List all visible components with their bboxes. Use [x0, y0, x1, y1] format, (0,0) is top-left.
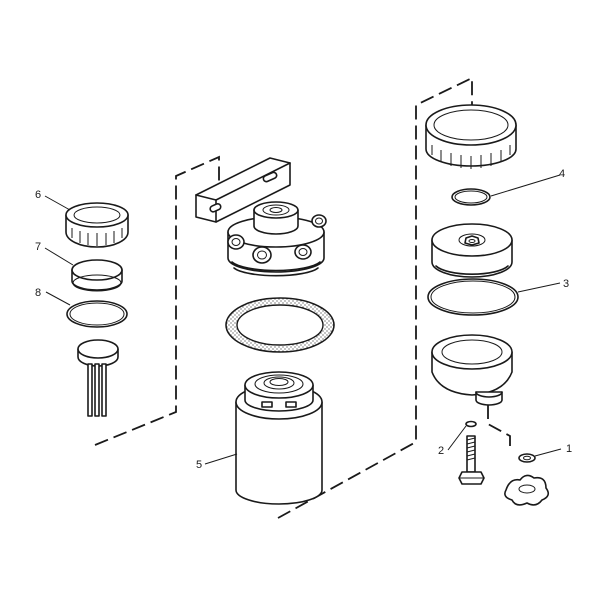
filter-base-head — [195, 157, 327, 277]
callout-8: 8 — [35, 287, 41, 299]
part-5-filter-canister — [235, 371, 323, 505]
assembly-lines — [94, 76, 511, 519]
part-8-o-ring — [66, 300, 128, 328]
callout-4: 4 — [559, 168, 565, 180]
leader-lines — [44, 174, 562, 465]
callout-6: 6 — [35, 189, 41, 201]
part-2-bolt — [458, 420, 485, 485]
callout-1: 1 — [566, 443, 572, 455]
element-housing — [431, 223, 513, 278]
filter-gasket — [225, 297, 335, 353]
bowl-nut — [425, 104, 517, 169]
primer-plunger — [77, 339, 119, 417]
part-1-drain-valve — [504, 453, 550, 506]
callout-3: 3 — [563, 278, 569, 290]
callout-5: 5 — [196, 459, 202, 471]
part-4-o-ring — [451, 188, 491, 206]
part-7-cap — [71, 259, 123, 292]
part-6-nut — [65, 202, 129, 248]
callout-7: 7 — [35, 241, 41, 253]
part-3-o-ring — [427, 278, 519, 316]
separator-bowl — [431, 334, 513, 406]
callout-2: 2 — [438, 445, 444, 457]
